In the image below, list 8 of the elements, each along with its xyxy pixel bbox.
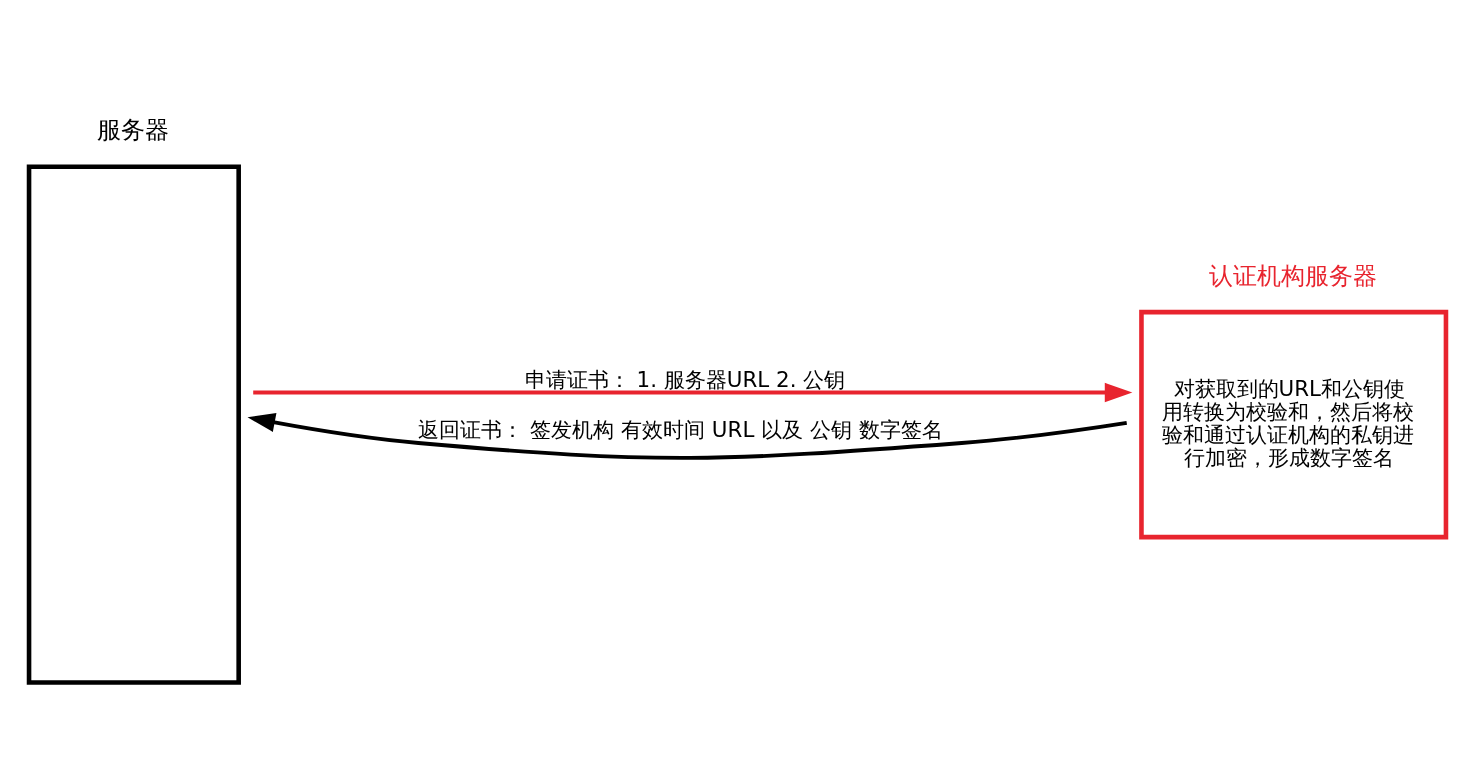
arrow xyxy=(247,412,1127,460)
node-label: 服务器 xyxy=(97,114,170,144)
node-box xyxy=(26,164,241,685)
node-box: 对获取到的URL和公钥使用转换为校验和，然后将校验和通过认证机构的私钥进行加密，形成数字签名 xyxy=(1139,309,1449,539)
edge-label: 申请证书： 1. 服务器URL 2. 公钥 xyxy=(524,366,846,392)
arrow xyxy=(253,382,1133,402)
edge-label: 返回证书： 签发机构 有效时间 URL 以及 公钥 数字签名 xyxy=(418,416,943,442)
node-label: 认证机构服务器 xyxy=(1208,260,1377,290)
